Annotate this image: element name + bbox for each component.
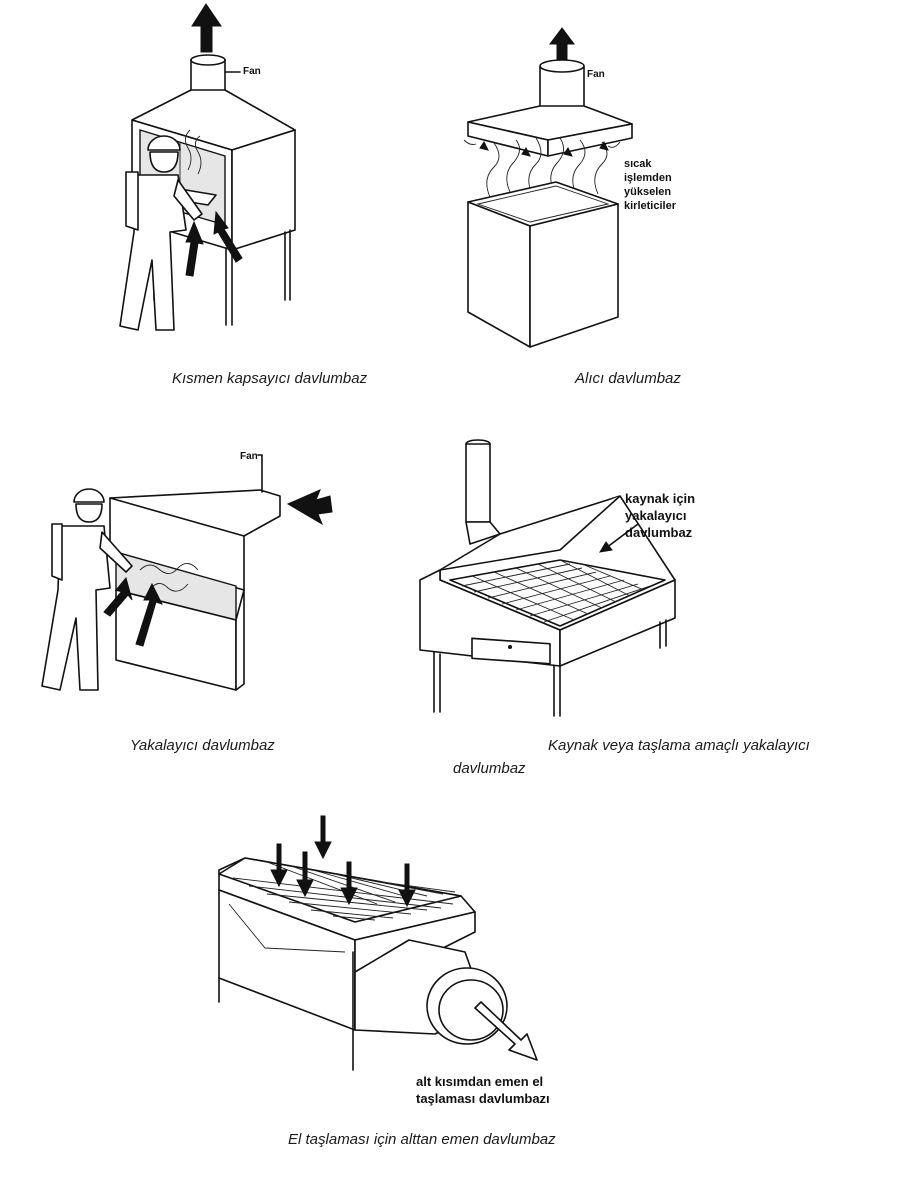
receiving-hood-note-line: yükselen bbox=[624, 186, 672, 198]
receiving-hood-note-line: işlemden bbox=[624, 172, 672, 184]
receiving-hood-caption: Alıcı davlumbaz bbox=[575, 370, 681, 387]
downdraft-bench-note-line: alt kısımdan emen el bbox=[416, 1074, 544, 1089]
downdraft-bench-caption: El taşlaması için alttan emen davlumbaz bbox=[288, 1131, 556, 1148]
receiving-hood-note-line: kirleticiler bbox=[624, 200, 676, 212]
receiving-hood-figure: Fan sıcak işlemden yükselen kirleticiler bbox=[450, 22, 710, 352]
welding-hood-figure: kaynak için yakalayıcı davlumbaz bbox=[410, 430, 710, 720]
partial-hood-figure: Fan bbox=[90, 0, 340, 345]
hot-fumes-icon bbox=[463, 137, 621, 198]
capturing-hood-fan-label: Fan bbox=[240, 451, 258, 462]
capturing-hood-caption: Yakalayıcı davlumbaz bbox=[130, 737, 275, 754]
exhaust-arrow-icon bbox=[286, 489, 333, 526]
worker-icon bbox=[41, 488, 133, 691]
worker-icon bbox=[119, 135, 203, 331]
partial-hood-fan-label: Fan bbox=[243, 66, 261, 77]
welding-hood-caption-line2: davlumbaz bbox=[453, 760, 526, 777]
welding-hood-note-line: davlumbaz bbox=[625, 525, 693, 540]
airflow-arrow-icon bbox=[185, 210, 243, 277]
grid-icon bbox=[449, 559, 666, 627]
exhaust-arrow-icon bbox=[549, 27, 575, 61]
exhaust-arrow-icon bbox=[191, 3, 222, 53]
welding-hood-caption-line1: Kaynak veya taşlama amaçlı yakalayıcı bbox=[548, 737, 810, 754]
welding-hood-note: kaynak için yakalayıcı davlumbaz bbox=[625, 490, 695, 541]
downdraft-bench-note: alt kısımdan emen el taşlaması davlumbaz… bbox=[416, 1073, 550, 1107]
partial-hood-caption: Kısmen kapsayıcı davlumbaz bbox=[172, 370, 368, 387]
welding-hood-note-line: kaynak için bbox=[625, 491, 696, 506]
pointer-arrow-icon bbox=[599, 523, 639, 553]
welding-hood-note-line: yakalayıcı bbox=[625, 508, 687, 523]
receiving-hood-note: sıcak işlemden yükselen kirleticiler bbox=[624, 157, 676, 213]
airflow-arrow-icon bbox=[103, 576, 163, 647]
outlet-arrow-icon bbox=[474, 1001, 538, 1061]
receiving-hood-note-line: sıcak bbox=[624, 158, 652, 170]
downdraft-arrow-icon bbox=[270, 815, 416, 908]
downdraft-bench-note-line: taşlaması davlumbazı bbox=[416, 1091, 550, 1106]
receiving-hood-fan-label: Fan bbox=[587, 69, 605, 80]
downdraft-bench-figure bbox=[205, 812, 565, 1072]
capturing-hood-figure: Fan bbox=[30, 440, 350, 720]
